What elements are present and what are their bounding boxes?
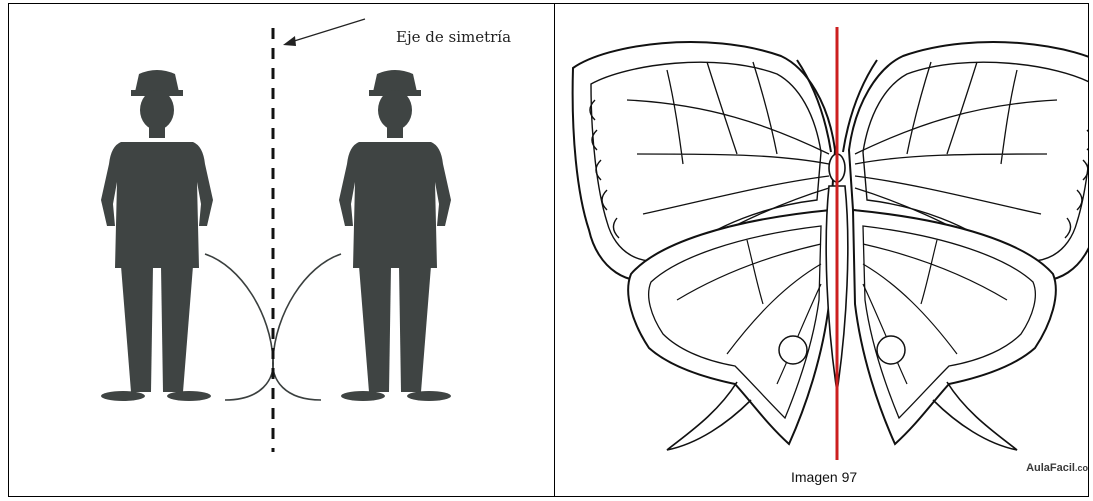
left-cane — [205, 254, 273, 400]
watermark-tld: .co — [1075, 463, 1088, 473]
watermark-logo: AulaFacil.co — [1026, 462, 1088, 474]
butterfly-panel: Imagen 97 AulaFacil.co — [555, 4, 1088, 496]
butterfly-right-wing — [849, 42, 1088, 450]
image-caption: Imagen 97 — [791, 469, 857, 485]
silhouettes-panel: Eje de simetría — [9, 4, 554, 496]
axis-pointer-arrow — [291, 19, 365, 42]
watermark-main: AulaFacil — [1026, 462, 1075, 474]
axis-label: Eje de simetría — [396, 28, 511, 46]
butterfly-left-wing — [573, 42, 835, 450]
right-cane — [273, 254, 341, 400]
left-silhouette — [101, 70, 213, 401]
butterfly-illustration — [555, 4, 1088, 496]
image-table: Eje de simetría — [8, 3, 1089, 497]
right-silhouette — [339, 70, 451, 401]
silhouettes-illustration — [9, 4, 554, 496]
